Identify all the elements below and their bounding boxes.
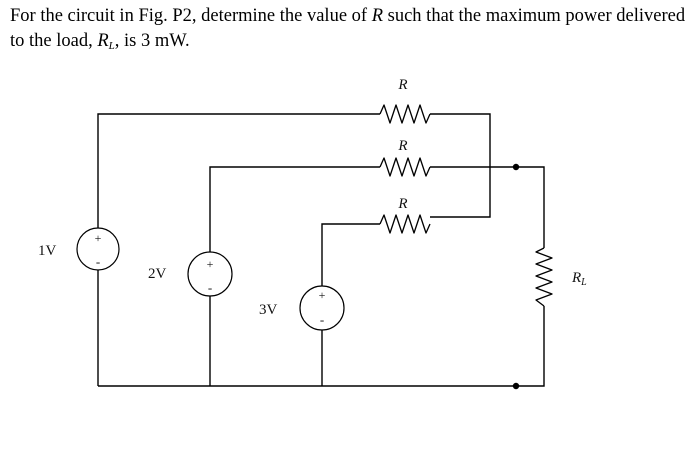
wire-top-right [430,113,491,218]
source-2-minus: - [208,280,212,295]
wire-load-top [516,166,545,248]
circuit-wires [97,113,545,387]
resistor-bot-label: R [397,196,407,212]
wire-top-loop [97,113,380,228]
resistor-mid-label: R [397,138,407,154]
source-3-minus: - [320,312,324,327]
source-3-plus: + [319,288,326,302]
problem-text-3: , is 3 mW. [114,31,190,51]
node-load-bottom [512,382,520,390]
voltage-source-1: + - [76,227,120,271]
resistor-bot [379,214,431,234]
problem-text-1: For the circuit in Fig. P2, determine th… [10,6,368,26]
resistor-top [379,104,431,124]
source-1-label: 1V [38,243,57,259]
resistor-mid [379,157,431,177]
problem-rl-symbol: R [97,31,109,51]
source-2-label: 2V [148,266,167,282]
source-1-plus: + [95,231,102,245]
wire-mid [209,166,380,252]
source-2-plus: + [207,257,214,271]
load-resistor-label: RL [571,270,587,288]
voltage-source-2: + - [187,251,233,297]
wire-load-bottom [516,306,545,387]
resistor-top-label: R [397,77,407,93]
source-3-label: 3V [259,302,278,318]
problem-r-symbol: R [371,6,384,26]
problem-text-2: such that the maximum power delivered to… [10,6,686,51]
node-load-top [512,163,520,171]
problem-rl-subscript: L [108,40,115,52]
voltage-source-3: + - [299,285,345,331]
resistor-load [535,247,553,307]
wire-bot [321,223,380,286]
problem-statement: For the circuit in Fig. P2, determine th… [10,4,690,59]
load-label-sub: L [580,277,587,288]
load-label-main: R [571,270,581,286]
source-1-minus: - [96,254,100,269]
